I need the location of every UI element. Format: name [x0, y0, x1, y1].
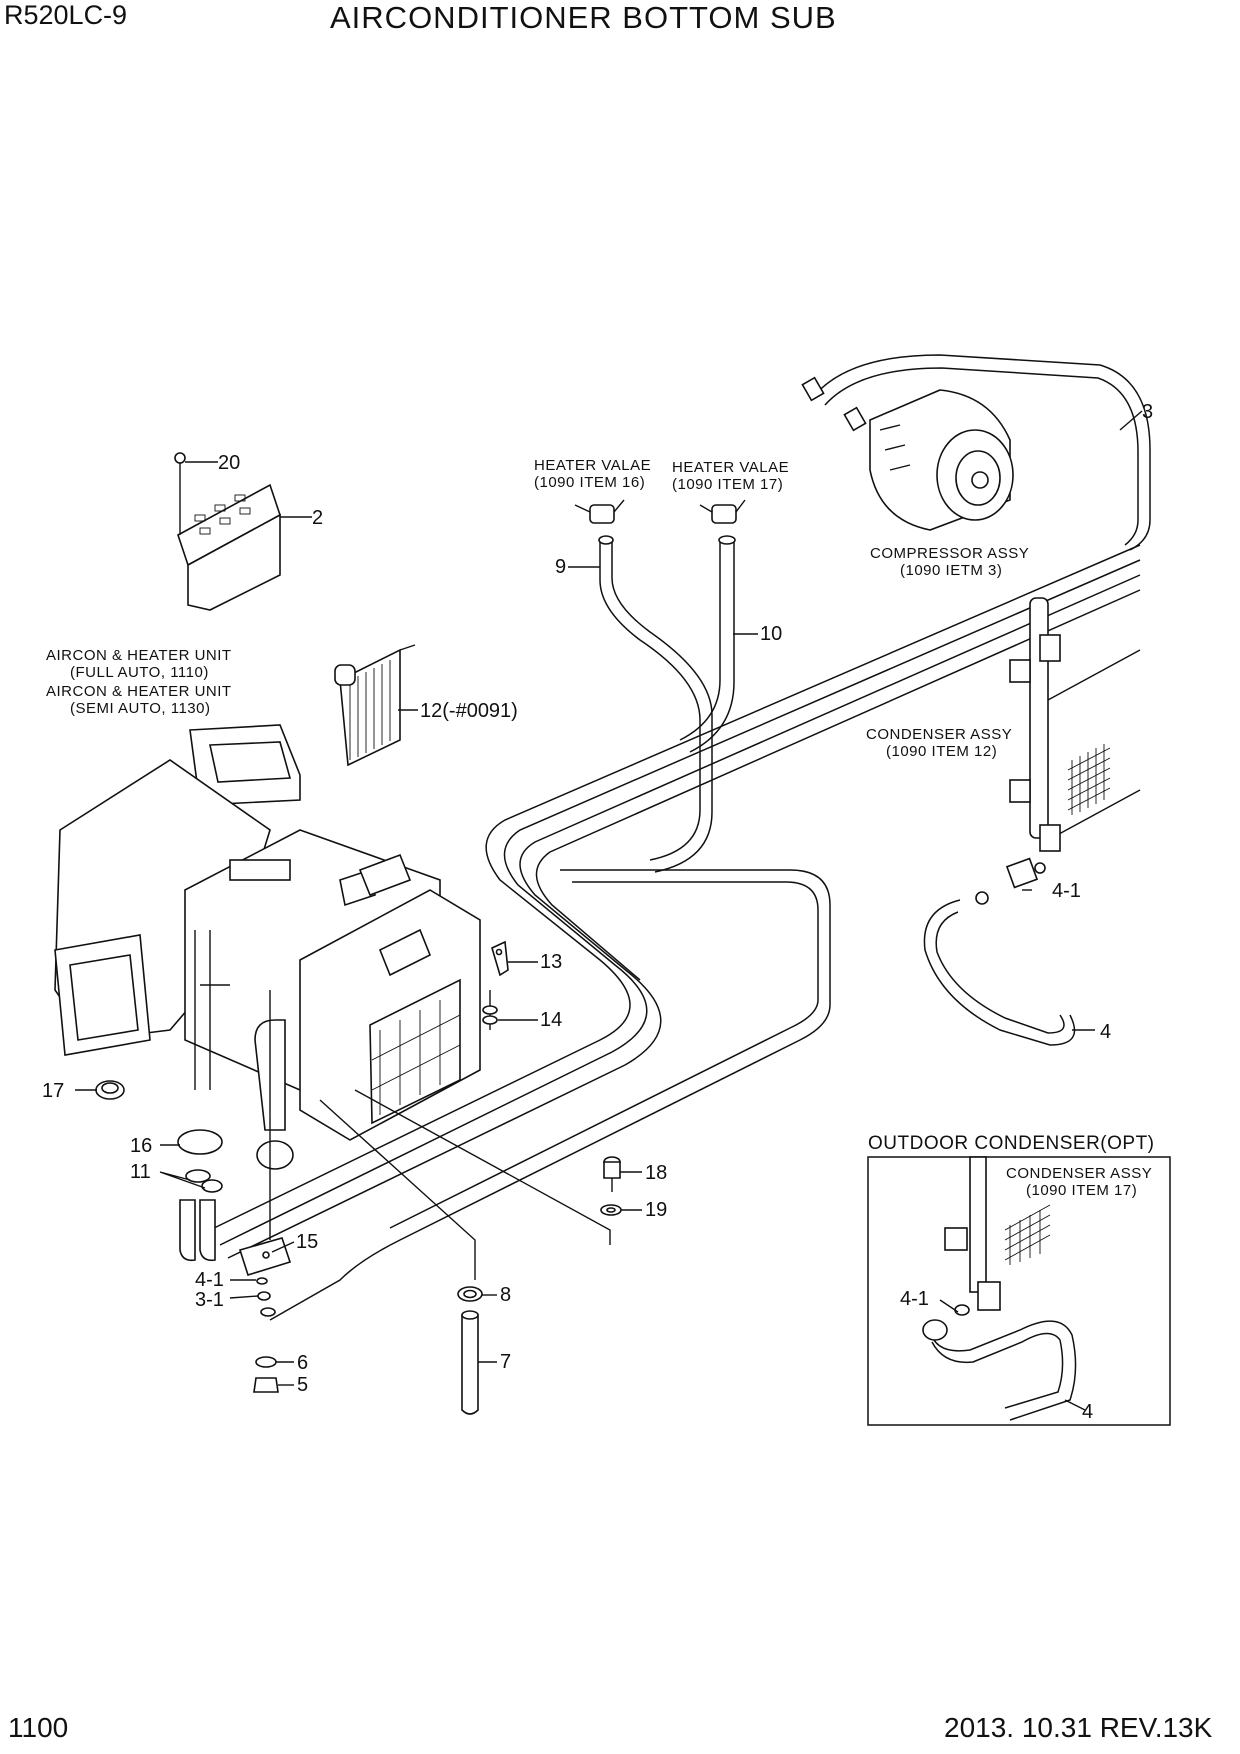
bolt-18	[603, 1156, 621, 1192]
callout-labels: 20 2 3 9 10 12(-#0091) 13 14 17 16 11 15…	[42, 401, 1153, 1423]
hose-7	[461, 1310, 479, 1415]
fitting-stack	[253, 1277, 279, 1393]
heater-hoses	[598, 535, 736, 873]
outdoor-condenser-box	[867, 1156, 1171, 1426]
callout-4-1-outdoor: 4-1	[900, 1288, 929, 1310]
condenser-ref: (1090 ITEM 12)	[886, 743, 997, 760]
outdoor-condenser-name: CONDENSER ASSY	[1006, 1165, 1152, 1182]
callout-17: 17	[42, 1080, 64, 1102]
heater-valve-2-ref: (1090 ITEM 17)	[672, 476, 783, 493]
callout-7: 7	[500, 1351, 511, 1373]
revision-date: 2013. 10.31 REV.13K	[944, 1712, 1213, 1743]
callout-16: 16	[130, 1135, 152, 1157]
compressor-name: COMPRESSOR ASSY	[870, 545, 1029, 562]
aircon-unit-semi-ref: (SEMI AUTO, 1130)	[70, 700, 211, 717]
heater-valve-1-name: HEATER VALAE	[534, 457, 651, 474]
aircon-unit-full-name: AIRCON & HEATER UNIT	[46, 647, 232, 664]
filter-element-12	[334, 644, 416, 767]
page-title: AIRCONDITIONER BOTTOM SUB	[330, 0, 837, 35]
reference-notes: HEATER VALAE (1090 ITEM 16) HEATER VALAE…	[46, 457, 1155, 1199]
tube-4	[923, 857, 1076, 1046]
callout-2: 2	[312, 507, 323, 529]
washer-19	[600, 1204, 622, 1216]
callout-13: 13	[540, 951, 562, 973]
condenser-assy	[1009, 597, 1141, 852]
callout-8: 8	[500, 1284, 511, 1306]
callout-19: 19	[645, 1199, 667, 1221]
clamp-8	[457, 1286, 483, 1302]
callout-6: 6	[297, 1352, 308, 1374]
callout-3: 3	[1142, 401, 1153, 423]
control-panel	[174, 452, 281, 611]
drain-hoses-11	[179, 1169, 223, 1262]
callout-15: 15	[296, 1231, 318, 1253]
callout-3-1: 3-1	[195, 1289, 224, 1311]
heater-valve-1	[574, 499, 625, 524]
heater-valve-2	[699, 499, 746, 524]
condenser-name: CONDENSER ASSY	[866, 726, 1012, 743]
page-number: 1100	[8, 1712, 69, 1743]
callout-14: 14	[540, 1009, 562, 1031]
heater-valve-2-name: HEATER VALAE	[672, 459, 789, 476]
callout-4-1: 4-1	[195, 1269, 224, 1291]
outdoor-condenser-title: OUTDOOR CONDENSER(OPT)	[868, 1133, 1155, 1154]
callout-9: 9	[555, 556, 566, 578]
heater-valve-1-ref: (1090 ITEM 16)	[534, 474, 645, 491]
bolt-14	[482, 990, 498, 1030]
aircon-unit-full-ref: (FULL AUTO, 1110)	[70, 664, 209, 681]
callout-4-outdoor: 4	[1082, 1401, 1093, 1423]
callout-5: 5	[297, 1374, 308, 1396]
aircon-heater-unit	[54, 724, 481, 1170]
tube-3	[801, 354, 1151, 551]
callout-20: 20	[218, 452, 240, 474]
callout-18: 18	[645, 1162, 667, 1184]
refrigerant-tube-bundle	[209, 544, 1141, 1321]
compressor-assy	[869, 389, 1014, 531]
bracket-13	[491, 940, 509, 977]
callout-11: 11	[130, 1161, 151, 1183]
callout-4-1-condenser: 4-1	[1052, 880, 1081, 902]
grommet-17	[95, 1080, 125, 1100]
model-number: R520LC-9	[4, 0, 128, 30]
callout-10: 10	[760, 623, 782, 645]
aircon-unit-semi-name: AIRCON & HEATER UNIT	[46, 683, 232, 700]
callout-4: 4	[1100, 1021, 1111, 1043]
leader-lines	[75, 410, 1143, 1386]
compressor-ref: (1090 IETM 3)	[900, 562, 1002, 579]
plate-15	[238, 1237, 292, 1276]
outdoor-condenser-ref: (1090 ITEM 17)	[1026, 1182, 1137, 1199]
callout-12: 12(-#0091)	[420, 700, 518, 722]
